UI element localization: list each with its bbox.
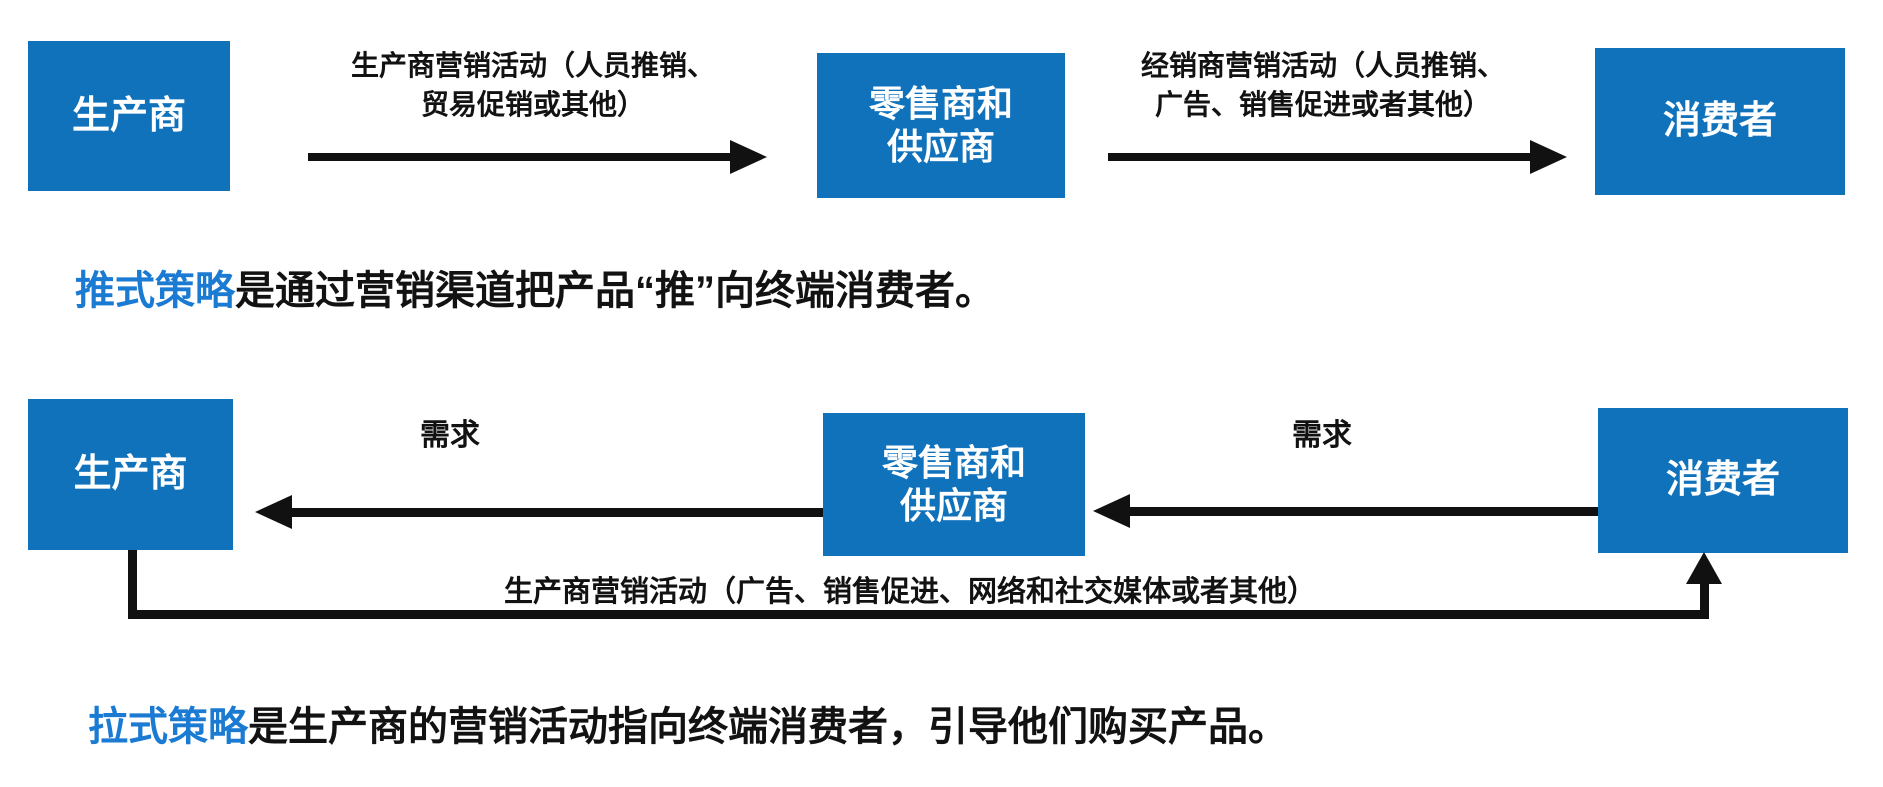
push-retailer-box: 零售商和 供应商 <box>817 53 1065 198</box>
pull-producer-box: 生产商 <box>28 399 233 550</box>
pull-retailer-label-line1: 零售商和 <box>881 442 1026 484</box>
pull-marketing-label: 生产商营销活动（广告、销售促进、网络和社交媒体或者其他） <box>503 576 1316 608</box>
push-arrow2-label: 经销商营销活动（人员推销、 广告、销售促进或者其他） <box>1040 47 1606 124</box>
push-arrow-2-right-head-icon <box>1530 140 1567 174</box>
push-strategy-text: 是通过营销渠道把产品“推”向终端消费者。 <box>235 269 995 313</box>
pull-demand-arrow-left-head-icon <box>255 495 292 529</box>
push-consumer-box: 消费者 <box>1595 48 1845 195</box>
push-consumer-label: 消费者 <box>1662 100 1777 143</box>
pull-demand-right-label: 需求 <box>1292 419 1352 452</box>
push-producer-label: 生产商 <box>71 94 186 137</box>
pull-connector-down-segment <box>128 550 137 619</box>
push-strategy-caption: 推式策略是通过营销渠道把产品“推”向终端消费者。 <box>75 258 995 316</box>
push-strategy-term: 推式策略 <box>75 269 235 313</box>
pull-demand-arrow-right-head-icon <box>1093 494 1130 528</box>
pull-retailer-box: 零售商和 供应商 <box>823 413 1085 556</box>
pull-demand-left-label: 需求 <box>420 419 480 452</box>
pull-consumer-box: 消费者 <box>1598 408 1848 553</box>
push-arrow1-label: 生产商营销活动（人员推销、 贸易促销或其他） <box>250 47 816 124</box>
pull-strategy-caption: 拉式策略是生产商的营销活动指向终端消费者，引导他们购买产品。 <box>88 694 1288 752</box>
push-arrow1-label-line1: 生产商营销活动（人员推销、 <box>350 50 715 81</box>
pull-retailer-label-line2: 供应商 <box>899 484 1008 526</box>
pull-strategy-term: 拉式策略 <box>88 705 248 749</box>
push-arrow-2-line <box>1108 153 1532 161</box>
pull-consumer-label: 消费者 <box>1665 459 1780 502</box>
push-producer-box: 生产商 <box>28 41 230 191</box>
push-arrow-1-right-head-icon <box>730 140 767 174</box>
push-arrow1-label-line2: 贸易促销或其他） <box>420 88 645 120</box>
pull-demand-arrow-right-line <box>1127 507 1598 516</box>
pull-connector-up-segment <box>1700 578 1709 619</box>
pull-producer-label: 生产商 <box>73 453 188 496</box>
pull-demand-arrow-left-line <box>289 508 823 517</box>
pull-strategy-text: 是生产商的营销活动指向终端消费者，引导他们购买产品。 <box>248 705 1288 749</box>
pull-connector-up-head-icon <box>1686 552 1722 584</box>
push-arrow-1-line <box>308 153 732 161</box>
push-retailer-label-line2: 供应商 <box>886 125 995 167</box>
pull-connector-horizontal-segment <box>128 610 1709 619</box>
push-retailer-label-line1: 零售商和 <box>868 83 1013 125</box>
push-arrow2-label-line2: 广告、销售促进或者其他） <box>1154 88 1491 120</box>
push-arrow2-label-line1: 经销商营销活动（人员推销、 <box>1140 50 1505 81</box>
